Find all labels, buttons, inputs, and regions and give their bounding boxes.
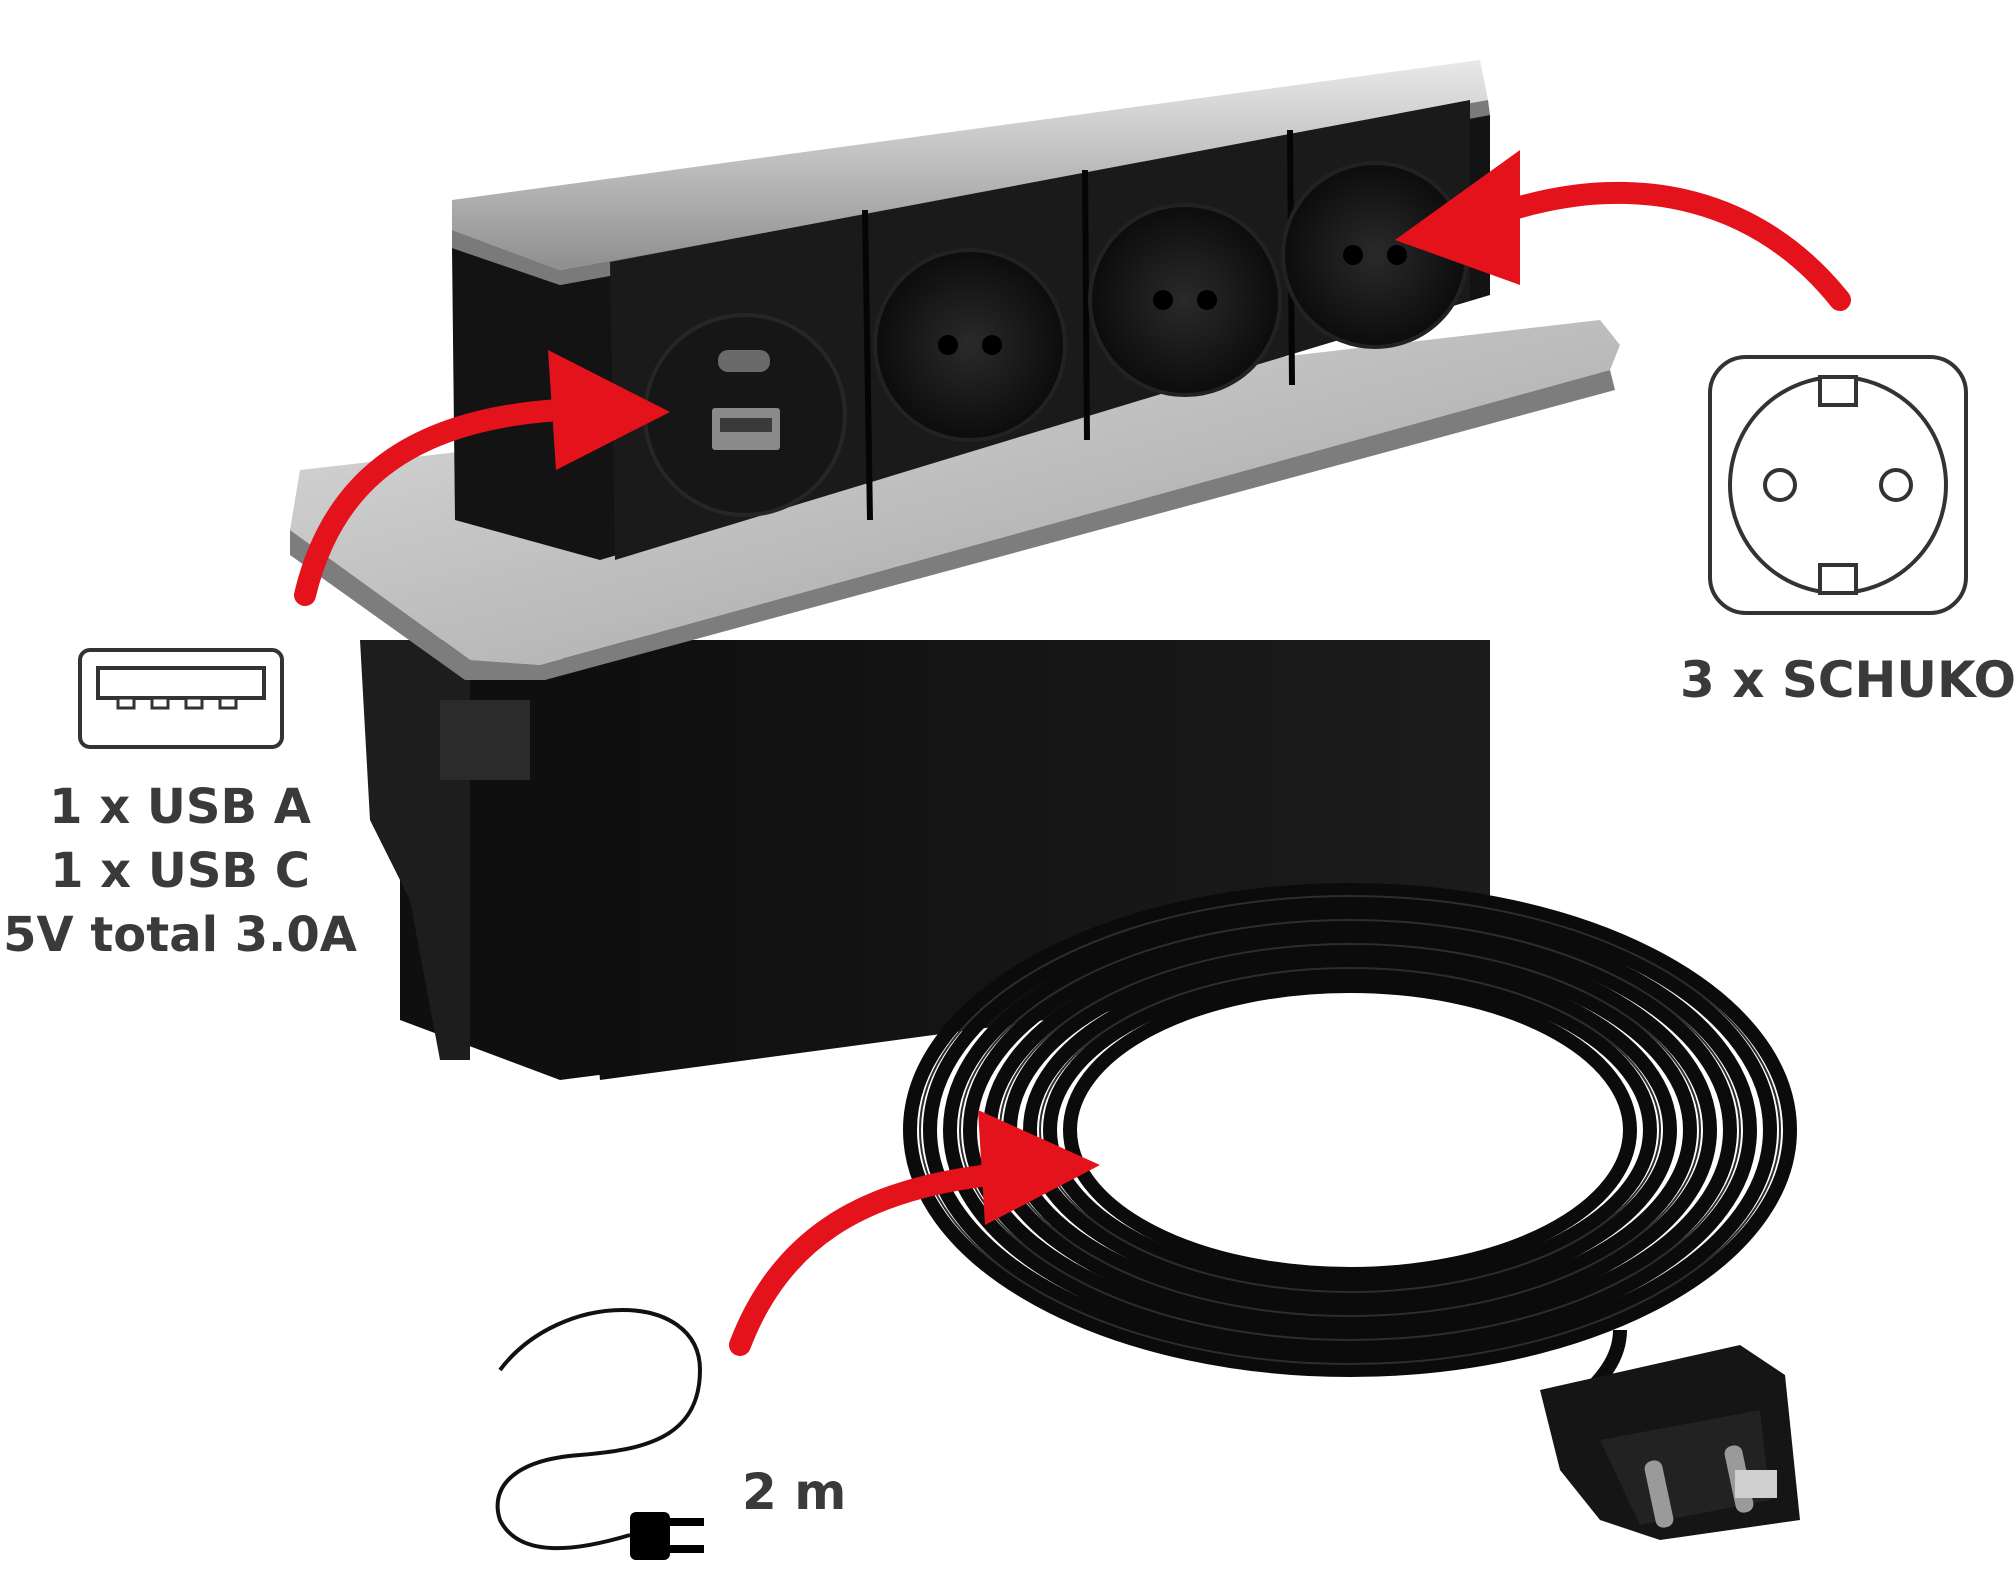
cable-coil	[903, 883, 1797, 1377]
usb-spec-line-1: 1 x USB A	[49, 779, 311, 835]
arrow-to-cable	[729, 1110, 1100, 1356]
schuko-socket-2	[1088, 203, 1282, 397]
power-plug-icon	[495, 1308, 704, 1560]
arrow-to-schuko	[1395, 150, 1851, 311]
arrow-to-usb	[294, 350, 670, 606]
schuko-count-label: 3 x SCHUKO	[1680, 651, 2016, 709]
schuko-socket-1	[873, 248, 1067, 442]
usb-c-port	[718, 350, 770, 372]
usb-spec-line-3: 5V total 3.0A	[3, 907, 357, 963]
usb-a-port-icon	[78, 648, 284, 749]
socket-tower	[452, 60, 1490, 560]
usb-spec-line-2: 1 x USB C	[50, 843, 310, 899]
cover-plate	[290, 320, 1620, 680]
cable-length-label: 2 m	[742, 1463, 847, 1521]
schuko-plug	[1540, 1345, 1800, 1540]
box-housing	[360, 640, 1490, 1080]
usb-spec-label: 1 x USB A 1 x USB C 5V total 3.0A	[0, 783, 360, 975]
schuko-socket-icon	[1708, 355, 1968, 615]
